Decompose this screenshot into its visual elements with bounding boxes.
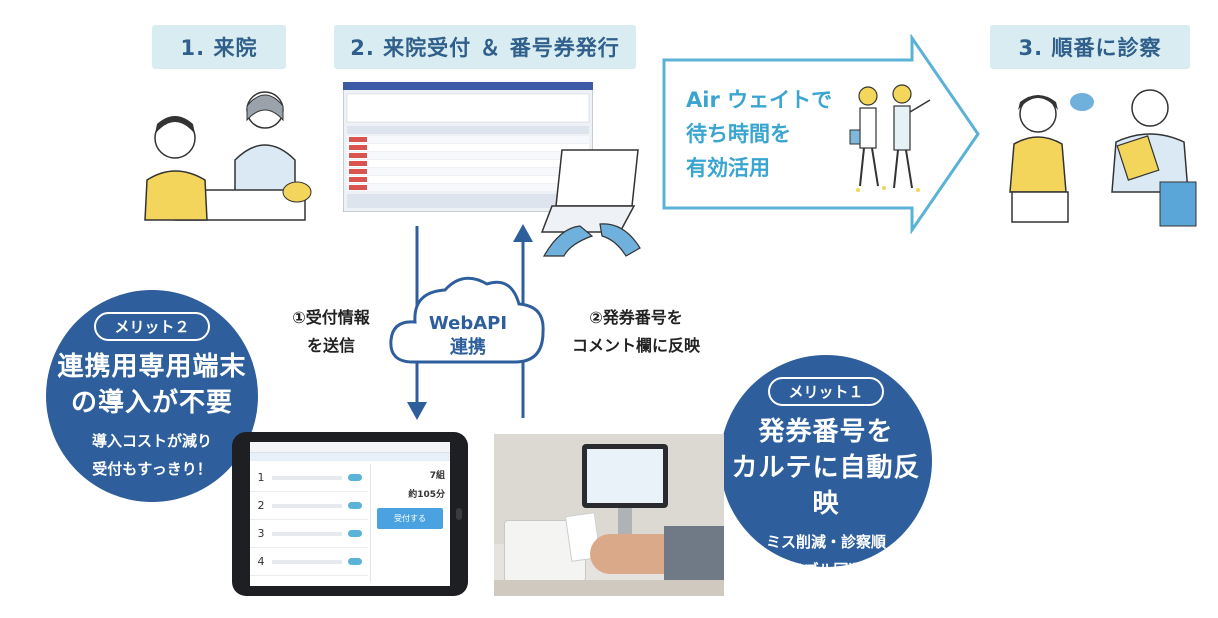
pc-row-status-tag — [349, 169, 367, 174]
pc-table-row — [347, 144, 589, 151]
tablet-queue-status-icon — [348, 502, 362, 509]
merit-1-sub-1: ミス削減・診察順 — [765, 533, 886, 551]
step-2-label: 2. 来院受付 ＆ 番号券発行 — [334, 25, 636, 69]
pc-row-status-tag — [349, 153, 367, 158]
tablet-count: 7組 — [429, 471, 445, 481]
tablet-queue-row[interactable]: 4 — [250, 548, 368, 576]
pc-row-status-tag — [349, 137, 367, 142]
tablet-queue-number: 4 — [257, 555, 265, 568]
merit-1-title-1: 発券番号を — [758, 417, 894, 447]
tablet-queue-status-icon — [348, 558, 362, 565]
webapi-line1: WebAPI — [428, 313, 508, 334]
reflect-number-line1: ②発券番号を — [589, 308, 683, 327]
pc-table-row — [347, 184, 589, 191]
pc-table-row — [347, 136, 589, 143]
doctor-patient-illustration — [1009, 89, 1197, 227]
merit-2-sub-2: 受付もすっきり！ — [92, 460, 212, 478]
tablet-queue-status-icon — [348, 474, 362, 481]
webapi-cloud-icon — [389, 276, 545, 364]
merit-1-circle: メリット１ 発券番号を カルテに自動反映 ミス削減・診察順 トラブル回避！ — [720, 355, 932, 579]
tablet-queue-row[interactable]: 1 — [250, 464, 368, 492]
merit-2-badge: メリット２ — [94, 312, 210, 341]
pc-table-row — [347, 168, 589, 175]
tablet-wait-time: 約105分 — [408, 490, 445, 500]
tablet-queue-detail — [272, 475, 342, 480]
tablet-side-panel: 7組 約105分 受付する — [370, 464, 449, 582]
send-info-line2: を送信 — [306, 336, 355, 355]
reception-software-screen — [343, 82, 593, 212]
airwait-line1: Air ウェイトで — [686, 88, 833, 112]
merit-1-sub-2: トラブル回避！ — [773, 561, 879, 579]
tablet-queue-detail — [272, 531, 342, 536]
webapi-line2: 連携 — [450, 337, 486, 358]
airwait-line2: 待ち時間を — [686, 122, 791, 146]
step-3-label: 3. 順番に診察 — [990, 25, 1190, 69]
send-info-line1: ①受付情報 — [292, 308, 370, 327]
pc-row-status-tag — [349, 145, 367, 150]
walking-people-illustration — [849, 84, 931, 192]
step-3-text: 3. 順番に診察 — [1018, 36, 1162, 60]
tablet-queue-number: 2 — [257, 499, 265, 512]
tablet-queue-detail — [272, 503, 342, 508]
photo-tablet-stand — [582, 444, 668, 508]
tablet-queue-detail — [272, 559, 342, 564]
tablet-queue-list: 1 2 3 4 — [250, 464, 368, 582]
photo-counter — [494, 580, 724, 596]
tablet-queue-row[interactable]: 3 — [250, 520, 368, 548]
reflect-number-line2: コメント欄に反映 — [571, 336, 700, 355]
merit-1-title-2: カルテに自動反映 — [731, 453, 921, 519]
send-info-label: ①受付情報 を送信 — [276, 304, 386, 360]
tablet-accept-button[interactable]: 受付する — [377, 508, 443, 529]
tablet-home-button[interactable] — [456, 508, 462, 520]
ticket-printer-photo — [494, 434, 724, 596]
pc-table-row — [347, 160, 589, 167]
webapi-label: WebAPI 連携 — [403, 312, 533, 360]
merit-1-badge: メリット１ — [768, 377, 884, 406]
pc-table-row — [347, 152, 589, 159]
tablet-queue-number: 3 — [257, 527, 265, 540]
reception-illustration — [144, 91, 312, 221]
merit-2-circle: メリット２ 連携用専用端末 の導入が不要 導入コストが減り 受付もすっきり！ — [46, 290, 258, 502]
merit-2-title-1: 連携用専用端末 — [57, 352, 247, 382]
pc-table-row — [347, 176, 589, 183]
photo-sleeve — [664, 526, 724, 582]
reflect-number-label: ②発券番号を コメント欄に反映 — [546, 304, 726, 360]
pc-row-status-tag — [349, 177, 367, 182]
laptop-illustration — [540, 149, 641, 257]
tablet-queue-number: 1 — [257, 471, 265, 484]
airwait-line3: 有効活用 — [686, 156, 770, 180]
tablet-queue-row[interactable]: 2 — [250, 492, 368, 520]
tablet-screen: 1 2 3 4 7組 約105分 受付する — [250, 442, 450, 586]
airwait-text: Air ウェイトで 待ち時間を 有効活用 — [686, 83, 832, 185]
pc-row-status-tag — [349, 185, 367, 190]
tablet-device: 1 2 3 4 7組 約105分 受付する — [232, 432, 468, 596]
pc-row-status-tag — [349, 161, 367, 166]
merit-2-title-2: の導入が不要 — [70, 388, 233, 418]
tablet-queue-status-icon — [348, 530, 362, 537]
step-1-text: 1. 来院 — [180, 36, 258, 60]
step-1-label: 1. 来院 — [152, 25, 286, 69]
merit-2-sub-1: 導入コストが減り — [91, 432, 212, 450]
step-2-text: 2. 来院受付 ＆ 番号券発行 — [350, 36, 620, 60]
